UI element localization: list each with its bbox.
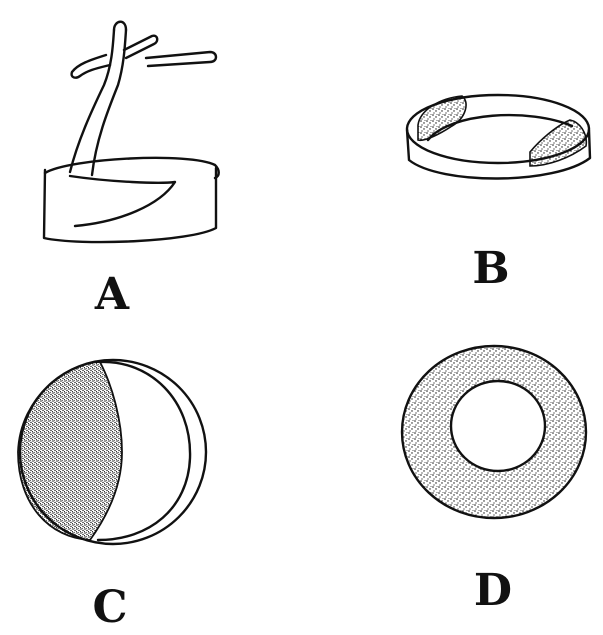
crossbar-right <box>122 34 159 60</box>
dark-crescent <box>17 361 123 541</box>
stalk-right-edge <box>90 28 128 177</box>
ring-side <box>405 128 592 180</box>
patch-right <box>529 119 588 167</box>
ring-body <box>42 166 218 244</box>
crossbar-left <box>70 53 112 79</box>
panel-d-drawing <box>400 344 588 520</box>
stalk-tip <box>112 20 128 32</box>
panel-label-c: C <box>92 582 127 633</box>
ring-top-rim <box>43 156 220 180</box>
panel-a-drawing <box>42 20 220 244</box>
crossbar-long <box>144 50 218 68</box>
panel-b-drawing <box>405 93 592 180</box>
stalk-left-edge <box>68 28 116 174</box>
panel-c-drawing <box>17 358 208 546</box>
panel-label-b: B <box>472 243 509 294</box>
ring-inner-fold <box>68 174 177 228</box>
ring-inner-rim <box>426 113 574 142</box>
panel-label-a: A <box>94 269 130 320</box>
panel-label-d: D <box>474 565 512 616</box>
annulus-hole <box>449 379 547 473</box>
inner-light-edge <box>96 360 192 542</box>
